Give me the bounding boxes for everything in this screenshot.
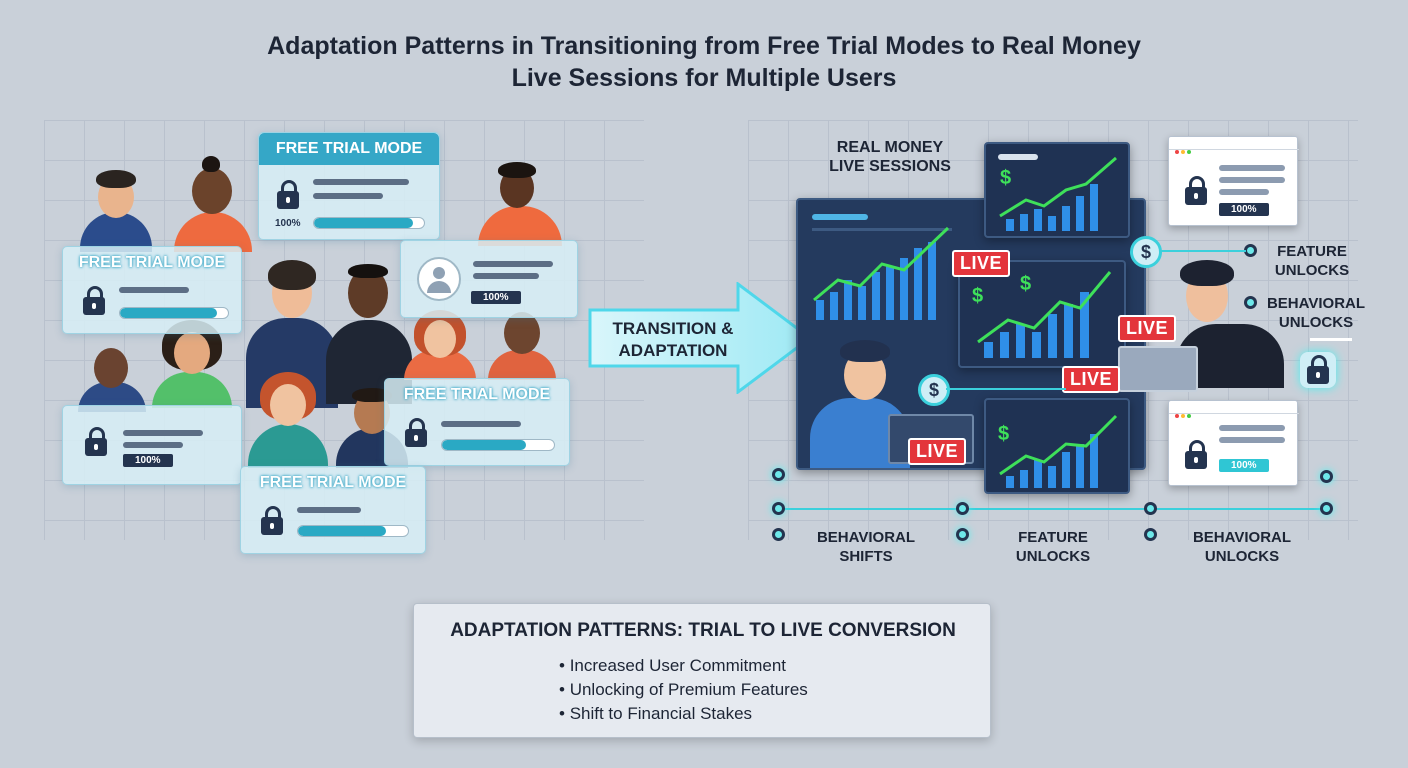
connector-line: [1160, 250, 1246, 252]
lock-icon: [277, 180, 299, 209]
lock-icon: [1185, 440, 1207, 469]
transition-label: TRANSITION & ADAPTATION: [612, 319, 734, 360]
transition-arrow: TRANSITION & ADAPTATION: [588, 281, 813, 395]
svg-text:$: $: [998, 423, 1009, 445]
connector-node: [772, 528, 785, 541]
live-badge: LIVE: [1118, 315, 1177, 342]
text-line: [1219, 177, 1285, 183]
progress-bar: [313, 217, 425, 229]
user-avatar: [172, 156, 254, 252]
text-line: [473, 261, 553, 267]
text-line: [473, 273, 539, 279]
svg-text:$: $: [1020, 273, 1031, 295]
progress-label: 100%: [1219, 203, 1269, 216]
live-badge: LIVE: [1062, 366, 1121, 393]
free-trial-card-left: FREE TRIAL MODE: [62, 246, 242, 334]
progress-bar: [441, 439, 555, 451]
user-icon: [417, 257, 461, 301]
connector-node: [1320, 470, 1333, 483]
progress-bar: [119, 307, 229, 319]
free-trial-card-right: FREE TRIAL MODE: [384, 378, 570, 466]
connector-node: [772, 502, 785, 515]
text-line: [1219, 437, 1285, 443]
behavioral-unlocks-label: BEHAVIORAL UNLOCKS: [1192, 529, 1292, 565]
connector-node: [772, 468, 785, 481]
summary-heading: ADAPTATION PATTERNS: TRIAL TO LIVE CONVE…: [450, 620, 956, 641]
progress-label: 100%: [275, 218, 301, 229]
page-title: Adaptation Patterns in Transitioning fro…: [0, 30, 1408, 94]
behavioral-shifts-label: BEHAVIORAL SHIFTS: [816, 529, 916, 565]
card-header: FREE TRIAL MODE: [259, 474, 407, 491]
chart-panel-top: $: [984, 142, 1130, 238]
dollar-node-icon: $: [1130, 236, 1162, 268]
connector-line: [946, 388, 1066, 390]
user-avatar: [488, 310, 556, 380]
unlock-card-top: 100%: [1168, 136, 1299, 226]
summary-list: Increased User Commitment Unlocking of P…: [559, 654, 808, 726]
connector-node: [1244, 296, 1257, 309]
connector-node: [1144, 528, 1157, 541]
lock-icon: [85, 427, 107, 456]
card-header: FREE TRIAL MODE: [403, 386, 551, 403]
text-line: [1219, 189, 1269, 195]
connector-node: [956, 502, 969, 515]
text-line: [123, 442, 183, 448]
dollar-node-icon: $: [918, 374, 950, 406]
text-line: [441, 421, 521, 427]
summary-item: Increased User Commitment: [559, 654, 808, 678]
text-line: [1219, 165, 1285, 171]
free-trial-card-bottom: FREE TRIAL MODE: [240, 466, 426, 554]
profile-card: 100%: [400, 240, 578, 318]
user-avatar: [78, 344, 146, 412]
text-line: [313, 193, 383, 199]
user-avatar: [470, 162, 562, 246]
summary-item: Shift to Financial Stakes: [559, 702, 808, 726]
feature-unlocks-label: FEATURE UNLOCKS: [1015, 529, 1091, 565]
connector-node: [1144, 502, 1157, 515]
title-line-2: Live Sessions for Multiple Users: [511, 64, 897, 92]
lock-icon: [1185, 176, 1207, 205]
chart-panel-bottom: $: [984, 398, 1130, 494]
text-line: [123, 430, 203, 436]
svg-text:$: $: [1000, 167, 1011, 189]
live-badge: LIVE: [952, 250, 1011, 277]
connector-node: [1320, 502, 1333, 515]
summary-box: ADAPTATION PATTERNS: TRIAL TO LIVE CONVE…: [413, 603, 991, 738]
glowing-lock-icon: [1300, 352, 1336, 388]
unlock-card-bottom: 100%: [1168, 400, 1299, 486]
text-line: [1219, 425, 1285, 431]
text-line: [119, 287, 189, 293]
progress-label: 100%: [1219, 459, 1269, 472]
connector-line: [776, 508, 1330, 510]
divider-line: [1310, 338, 1352, 341]
chart-main: [808, 220, 958, 330]
progress-bar: [297, 525, 409, 537]
user-avatar: [152, 320, 232, 408]
user-avatar: [248, 372, 328, 468]
card-header: FREE TRIAL MODE: [259, 133, 439, 165]
svg-text:$: $: [972, 285, 983, 307]
text-line: [313, 179, 409, 185]
laptop-icon: [1118, 346, 1198, 392]
user-avatar: [404, 310, 476, 380]
title-line-1: Adaptation Patterns in Transitioning fro…: [267, 32, 1141, 60]
progress-label: 100%: [471, 291, 521, 304]
live-badge: LIVE: [908, 438, 967, 465]
summary-item: Unlocking of Premium Features: [559, 678, 808, 702]
text-line: [297, 507, 361, 513]
lock-card-left: 100%: [62, 405, 242, 485]
lock-icon: [261, 506, 283, 535]
card-header: FREE TRIAL MODE: [78, 254, 226, 271]
lock-icon: [83, 286, 105, 315]
behavioral-unlocks-side-label: BEHAVIORAL UNLOCKS: [1266, 295, 1366, 331]
progress-label: 100%: [123, 454, 173, 467]
free-trial-card-top: FREE TRIAL MODE 100%: [258, 132, 440, 240]
connector-node: [956, 528, 969, 541]
chart-panel-center: $ $: [958, 260, 1126, 368]
chart-top: $: [999, 156, 1117, 231]
lock-icon: [405, 418, 427, 447]
real-money-heading: REAL MONEY LIVE SESSIONS: [829, 139, 951, 175]
user-avatar: [76, 168, 156, 252]
feature-unlocks-side-label: FEATURE UNLOCKS: [1274, 243, 1350, 279]
